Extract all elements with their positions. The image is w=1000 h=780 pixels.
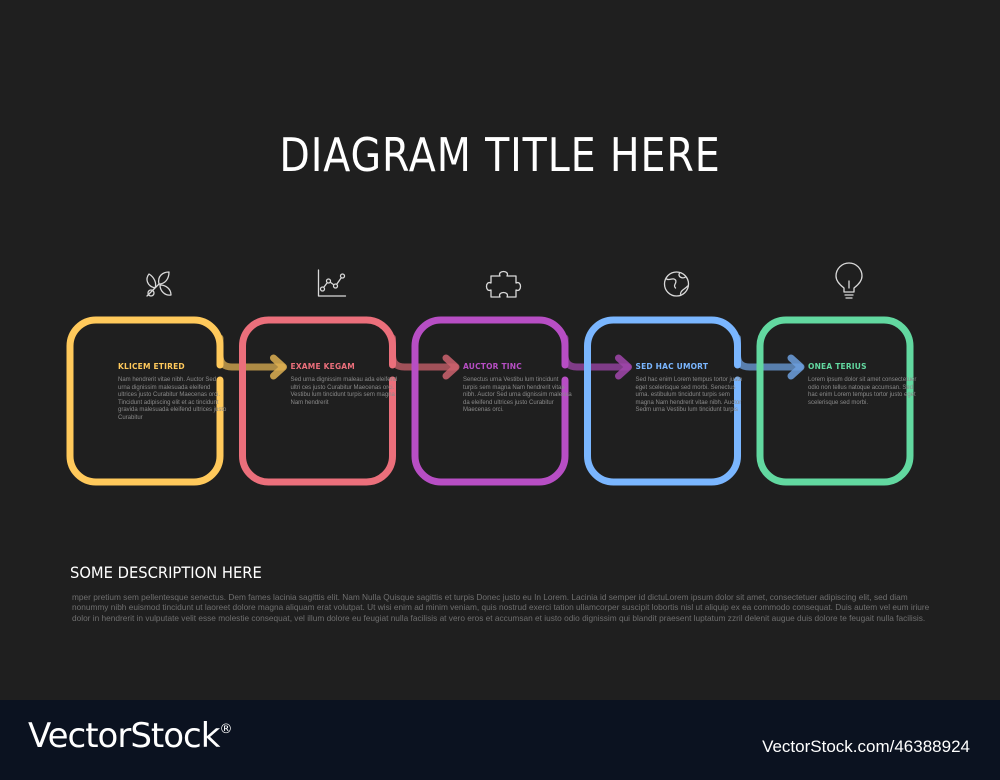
arrow-head-icon xyxy=(787,354,805,380)
chart-axes xyxy=(317,269,347,297)
step-heading: KLICEM ETIRED xyxy=(118,362,185,371)
diagram-title: DIAGRAM TITLE HERE xyxy=(279,128,721,182)
connector-line xyxy=(561,334,631,371)
registered-mark: ® xyxy=(219,722,232,737)
step-frame xyxy=(239,316,396,486)
chart-point xyxy=(325,278,332,284)
step-body: Lorem ipsum dolor sit amet consectetuer … xyxy=(808,377,917,406)
arrow-head-icon xyxy=(270,354,287,380)
globe-continents xyxy=(665,272,689,295)
step-frame xyxy=(584,316,741,486)
brand-name: VectorStock xyxy=(28,716,220,756)
step-body: Nam hendrerit vitae nibh. Auctor Sed urn… xyxy=(118,377,227,421)
brand-logo: VectorStock® xyxy=(28,716,232,756)
puzzle-outline xyxy=(485,270,522,298)
globe-icon xyxy=(663,271,690,297)
arrow-head-icon xyxy=(442,354,460,380)
hand-circle xyxy=(147,289,155,297)
connector-line xyxy=(734,334,804,371)
connector-arrow xyxy=(561,334,632,380)
connector-line xyxy=(216,334,286,371)
process-flow xyxy=(66,262,914,486)
puzzle-piece-icon xyxy=(485,270,522,298)
bulb-outline xyxy=(835,262,863,293)
step-text: EXAME KEGAM Sed urna dignissim maleau ada… xyxy=(291,362,401,407)
light-bulb-icon xyxy=(835,262,863,299)
arrow-head-icon xyxy=(615,354,632,380)
step-text: SED HAC UMORT Sed hac enim Lorem tempus t… xyxy=(636,362,746,415)
bulb-base xyxy=(844,280,854,299)
chart-point xyxy=(319,286,326,292)
connector-line xyxy=(389,334,459,371)
step-frame xyxy=(411,316,569,486)
step-body: Sed urna dignissim maleau ada eleifend u… xyxy=(290,377,398,406)
diagram-canvas xyxy=(0,0,1000,700)
step-body: Sed hac enim Lorem tempus tortor justo e… xyxy=(635,377,743,414)
step-heading: AUCTOR TINC xyxy=(463,362,522,371)
step-heading: ONEA TERIUS xyxy=(808,362,867,371)
description-title: SOME DESCRIPTION HERE xyxy=(70,563,262,582)
connector-arrow xyxy=(734,334,805,380)
step-frame xyxy=(756,316,914,486)
hand-leaf-icon xyxy=(146,271,172,297)
connector-arrow xyxy=(389,334,460,380)
footer-bar xyxy=(0,700,1000,780)
globe-outline xyxy=(663,271,690,297)
chart-point xyxy=(332,283,339,289)
step-text: KLICEM ETIRED Nam hendrerit vitae nibh. A… xyxy=(118,362,228,423)
description-body: mper pretium sem pellentesque senectus. … xyxy=(72,592,930,623)
step-frame xyxy=(66,316,224,486)
chart-point xyxy=(339,273,346,279)
leaf-sprig xyxy=(146,271,172,297)
step-heading: SED HAC UMORT xyxy=(635,362,709,371)
stock-id: VectorStock.com/46388924 xyxy=(762,737,970,756)
step-text: ONEA TERIUS Lorem ipsum dolor sit amet co… xyxy=(808,362,918,407)
step-heading: EXAME KEGAM xyxy=(290,362,355,371)
step-body: Senectus urna Vestibu lum tincidunt turp… xyxy=(463,377,572,414)
step-text: AUCTOR TINC Senectus urna Vestibu lum tin… xyxy=(463,362,573,415)
chart-line xyxy=(321,275,344,290)
connector-arrow xyxy=(216,334,287,380)
line-chart-icon xyxy=(317,269,347,297)
